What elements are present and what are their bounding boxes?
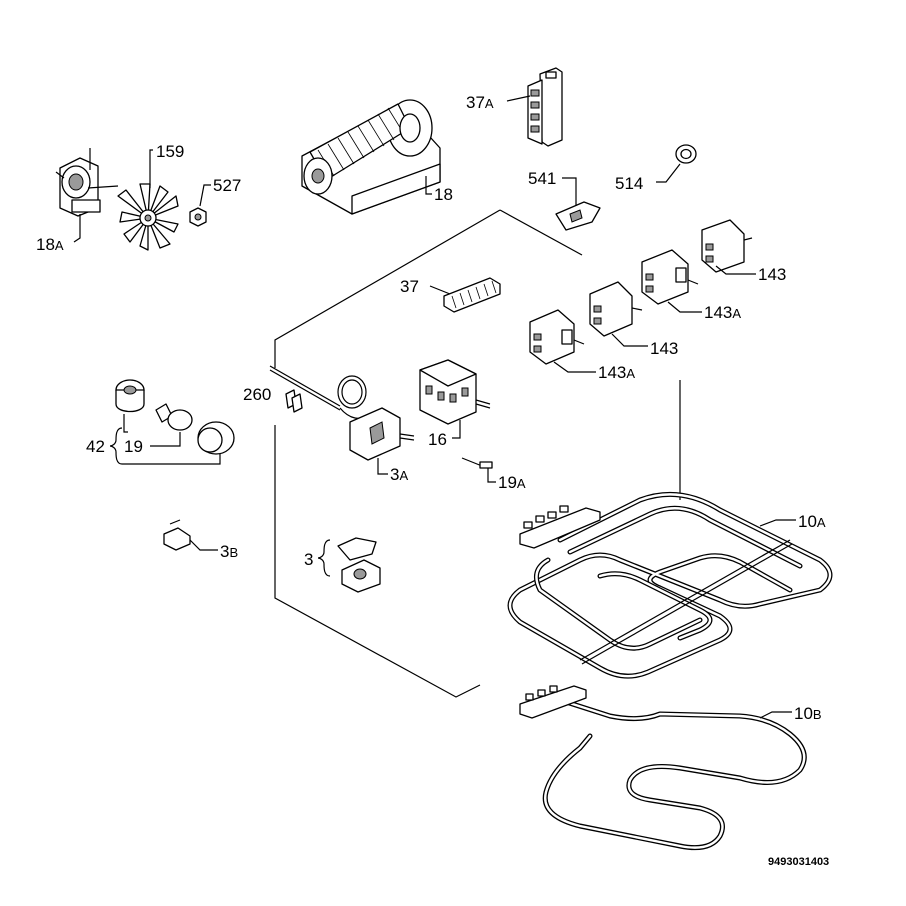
lamp-bulb-19 <box>155 403 193 431</box>
switch-143-top <box>701 219 753 273</box>
callout-143-top: 143 <box>758 265 786 284</box>
pilot-lamp-19A <box>461 457 493 469</box>
enclosure-outline <box>274 209 681 698</box>
grommet-514 <box>675 144 697 164</box>
heating-element-10B <box>519 685 807 851</box>
terminal-strip-37A <box>527 67 563 147</box>
switch-143A-top <box>641 249 699 305</box>
thermostat-knob-3 <box>337 537 381 593</box>
callout-159: 159 <box>156 142 184 161</box>
callout-42: 42 <box>86 437 105 456</box>
callout-143-mid: 143 <box>650 339 678 358</box>
switch-143-mid <box>589 281 643 337</box>
callout-3: 3 <box>304 550 313 569</box>
callout-37A: 37A <box>466 93 494 112</box>
callout-19A: 19A <box>498 473 526 492</box>
callout-541: 541 <box>528 169 556 188</box>
clip-541 <box>555 201 601 231</box>
terminal-block-37 <box>443 277 501 313</box>
callout-3A: 3A <box>390 465 408 484</box>
lamp-cover <box>197 421 235 455</box>
lamp-holder <box>115 379 145 413</box>
callout-260: 260 <box>243 385 271 404</box>
tangential-fan-18 <box>301 99 441 215</box>
thermostat-3A <box>269 365 415 461</box>
callout-143A-bottom: 143A <box>598 363 635 382</box>
callout-16: 16 <box>428 430 447 449</box>
heating-element-10A <box>507 491 833 679</box>
callout-18: 18 <box>434 185 453 204</box>
fan-motor-18A <box>55 148 119 217</box>
document-number: 9493031403 <box>768 856 829 868</box>
callout-514: 514 <box>615 174 643 193</box>
callout-10A: 10A <box>798 512 826 531</box>
callout-3B: 3B <box>220 542 238 561</box>
callout-143A-top: 143A <box>704 303 741 322</box>
callout-18A: 18A <box>36 235 64 254</box>
nut-527 <box>189 207 207 227</box>
selector-switch-16 <box>419 359 491 425</box>
clip-3B <box>163 519 191 551</box>
callout-19: 19 <box>124 437 143 456</box>
clips-260 <box>285 389 303 413</box>
fan-blade-159 <box>117 183 179 251</box>
switch-143A-bottom <box>529 309 585 365</box>
callout-527: 527 <box>213 176 241 195</box>
callout-37: 37 <box>400 277 419 296</box>
callout-10B: 10B <box>794 704 822 723</box>
